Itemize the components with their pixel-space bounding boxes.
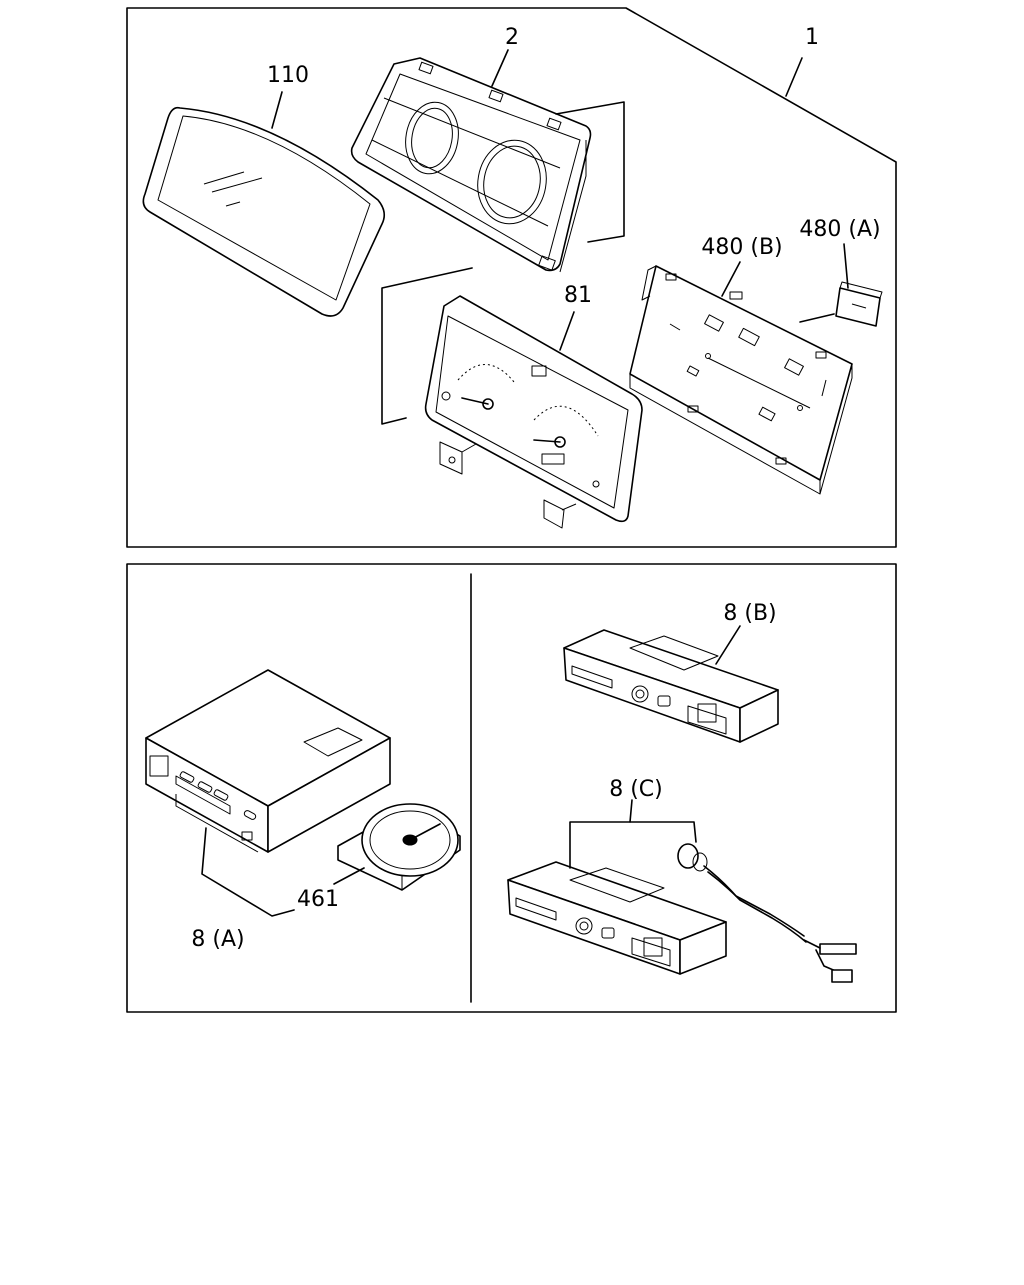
label-meter-panel: 81 <box>564 283 592 308</box>
panel-border-top <box>126 7 897 548</box>
head-unit-b-part <box>563 629 779 743</box>
leader-head-unit-c <box>629 799 633 823</box>
leader-head-unit-b <box>715 625 741 665</box>
leader-circuit-a <box>843 243 849 289</box>
label-circuit-a: 480 (A) <box>799 217 880 242</box>
label-player-a: 8 (A) <box>191 927 244 952</box>
label-lens: 110 <box>267 63 309 88</box>
label-head-unit-c: 8 (C) <box>609 777 663 802</box>
label-head-unit-b: 8 (B) <box>723 601 776 626</box>
leader-assembly <box>785 57 803 97</box>
disc-part <box>337 803 461 891</box>
cable-connector-part <box>677 843 857 983</box>
leader-disc <box>333 867 365 885</box>
leader-circuit-b <box>721 261 741 297</box>
label-assembly: 1 <box>805 25 819 50</box>
bracket-case-right <box>555 101 625 243</box>
bracket-player-a <box>201 827 295 917</box>
leader-lens <box>271 91 283 129</box>
label-case: 2 <box>505 25 519 50</box>
leader-case <box>491 49 509 87</box>
label-circuit-b: 480 (B) <box>701 235 782 260</box>
small-circuit-part <box>835 281 883 327</box>
circuit-board-part <box>629 265 853 495</box>
leader-circuit-a-link <box>799 313 835 323</box>
head-unit-c-part <box>507 861 727 975</box>
player-a-part <box>145 669 391 853</box>
panel-audio-units: 8 (A) 461 8 (B) <box>126 563 897 1013</box>
lens-part <box>142 106 386 317</box>
bracket-head-unit-c <box>569 821 697 869</box>
meter-case-part <box>350 57 592 273</box>
meter-panel-part <box>424 295 643 529</box>
bracket-panel-left <box>381 267 473 425</box>
label-disc: 461 <box>297 887 339 912</box>
panel-border-bottom <box>126 563 897 1013</box>
leader-meter-panel <box>559 311 575 351</box>
panel-instrument-cluster: 110 2 1 <box>126 7 897 548</box>
